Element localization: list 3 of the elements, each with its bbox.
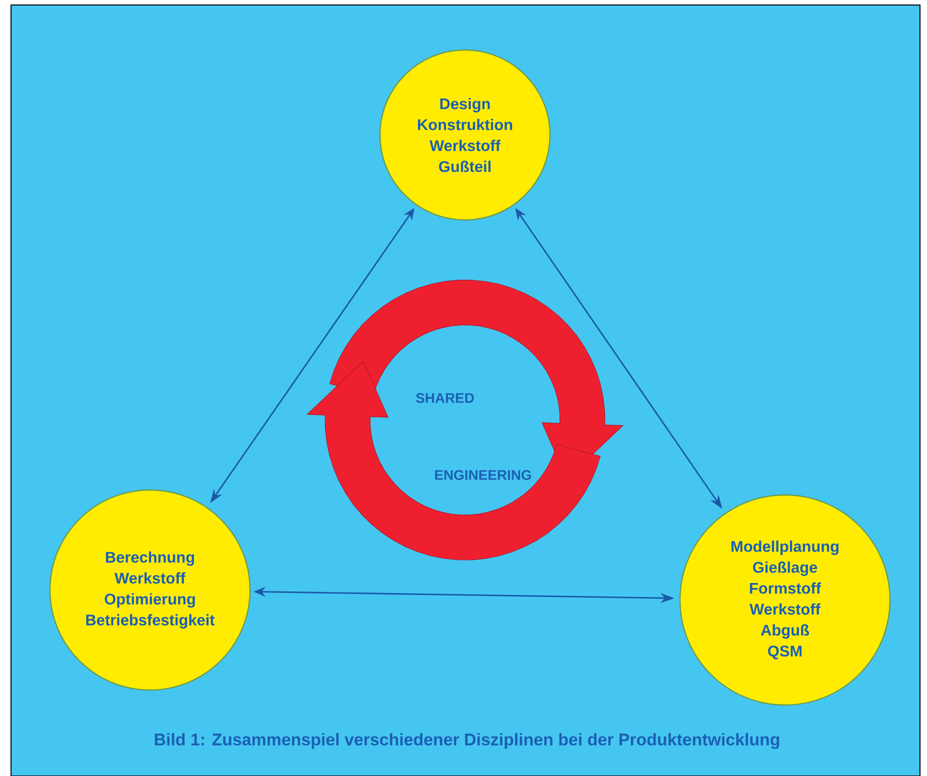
center-label: ENGINEERING <box>435 470 531 480</box>
center-label: SHARED <box>416 393 474 403</box>
caption: Bild 1: Zusammenspiel verschiedener Disziplinen bei der Produktentwicklung <box>154 733 780 749</box>
